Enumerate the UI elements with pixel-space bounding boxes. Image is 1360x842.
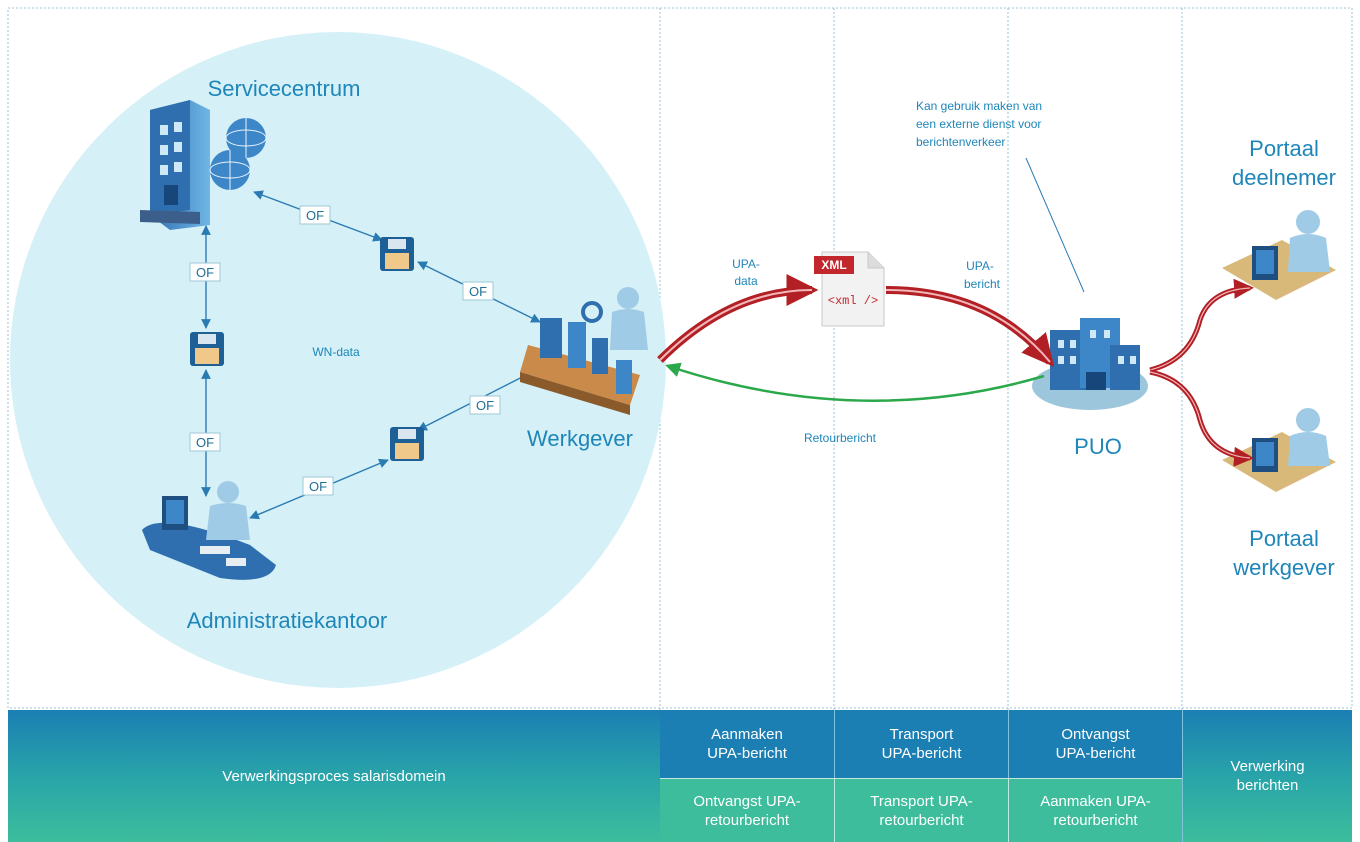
- puo-building-icon: [1032, 318, 1148, 410]
- band-transport-retourbericht: Transport UPA- retourbericht: [834, 778, 1008, 842]
- xml-document-icon: XML <xml />: [814, 251, 885, 327]
- portaal-werkgever-label: werkgever: [1232, 555, 1334, 580]
- svg-text:<xml />: <xml />: [828, 294, 878, 308]
- band-ontvangst-upa-bericht: Ontvangst UPA-bericht: [1008, 710, 1182, 778]
- portaal-deelnemer-label: Portaal: [1249, 136, 1319, 161]
- band-ontvangst-retourbericht: Ontvangst UPA- retourbericht: [660, 778, 834, 842]
- portaal-werkgever-icon: [1222, 408, 1336, 492]
- werkgever-label: Werkgever: [527, 426, 633, 451]
- svg-text:OF: OF: [309, 479, 327, 494]
- annotation-leader-line: [1025, 157, 1085, 293]
- svg-text:OF: OF: [306, 208, 324, 223]
- svg-text:XML: XML: [821, 258, 846, 272]
- of-label: OF: [302, 476, 334, 496]
- retourbericht-label: Retourbericht: [804, 431, 877, 445]
- upa-bericht-arrow: [885, 286, 1055, 367]
- servicecentrum-label: Servicecentrum: [208, 76, 361, 101]
- svg-text:OF: OF: [469, 284, 487, 299]
- of-label: OF: [462, 281, 494, 301]
- band-aanmaken-upa-bericht: Aanmaken UPA-bericht: [660, 710, 834, 778]
- servicecentrum-building-icon: [140, 100, 267, 230]
- portal-werkgever-arrow: [1149, 369, 1254, 467]
- puo-label: PUO: [1074, 434, 1122, 459]
- svg-text:OF: OF: [196, 435, 214, 450]
- portaal-deelnemer-label: deelnemer: [1232, 165, 1336, 190]
- portaal-werkgever-label: Portaal: [1249, 526, 1319, 551]
- process-band: Verwerkingsproces salarisdomein Aanmaken…: [8, 710, 1352, 842]
- diagram-frame: [7, 7, 1353, 709]
- band-aanmaken-retourbericht: Aanmaken UPA- retourbericht: [1008, 778, 1182, 842]
- annotation-text: Kan gebruik maken van: [916, 99, 1042, 113]
- floppy-disk-icon: [190, 332, 224, 366]
- portaal-deelnemer-icon: [1222, 210, 1336, 300]
- upa-data-label: data: [734, 274, 758, 288]
- band-verwerking-berichten: Verwerking berichten: [1182, 710, 1352, 842]
- of-label: OF: [189, 262, 221, 282]
- svg-text:OF: OF: [196, 265, 214, 280]
- annotation-text: een externe dienst voor: [916, 117, 1041, 131]
- werkgever-icon: [520, 287, 648, 415]
- retourbericht-arrow: [665, 362, 1045, 402]
- annotation-text: berichtenverkeer: [916, 135, 1005, 149]
- of-label: OF: [469, 395, 501, 415]
- wn-data-label: WN-data: [312, 345, 360, 359]
- upa-data-label: UPA-: [732, 257, 760, 271]
- administratiekantoor-icon: [142, 481, 276, 580]
- administratiekantoor-label: Administratiekantoor: [187, 608, 388, 633]
- of-label: OF: [189, 432, 221, 452]
- floppy-disk-icon: [380, 237, 414, 271]
- floppy-disk-icon: [390, 427, 424, 461]
- upa-bericht-label: bericht: [964, 277, 1001, 291]
- band-salarisdomein: Verwerkingsproces salarisdomein: [8, 710, 660, 842]
- portal-deelnemer-arrow: [1149, 278, 1254, 373]
- of-label: OF: [299, 205, 331, 225]
- upa-bericht-label: UPA-: [966, 259, 994, 273]
- band-transport-upa-bericht: Transport UPA-bericht: [834, 710, 1008, 778]
- upa-data-arrow: [657, 274, 819, 363]
- svg-text:OF: OF: [476, 398, 494, 413]
